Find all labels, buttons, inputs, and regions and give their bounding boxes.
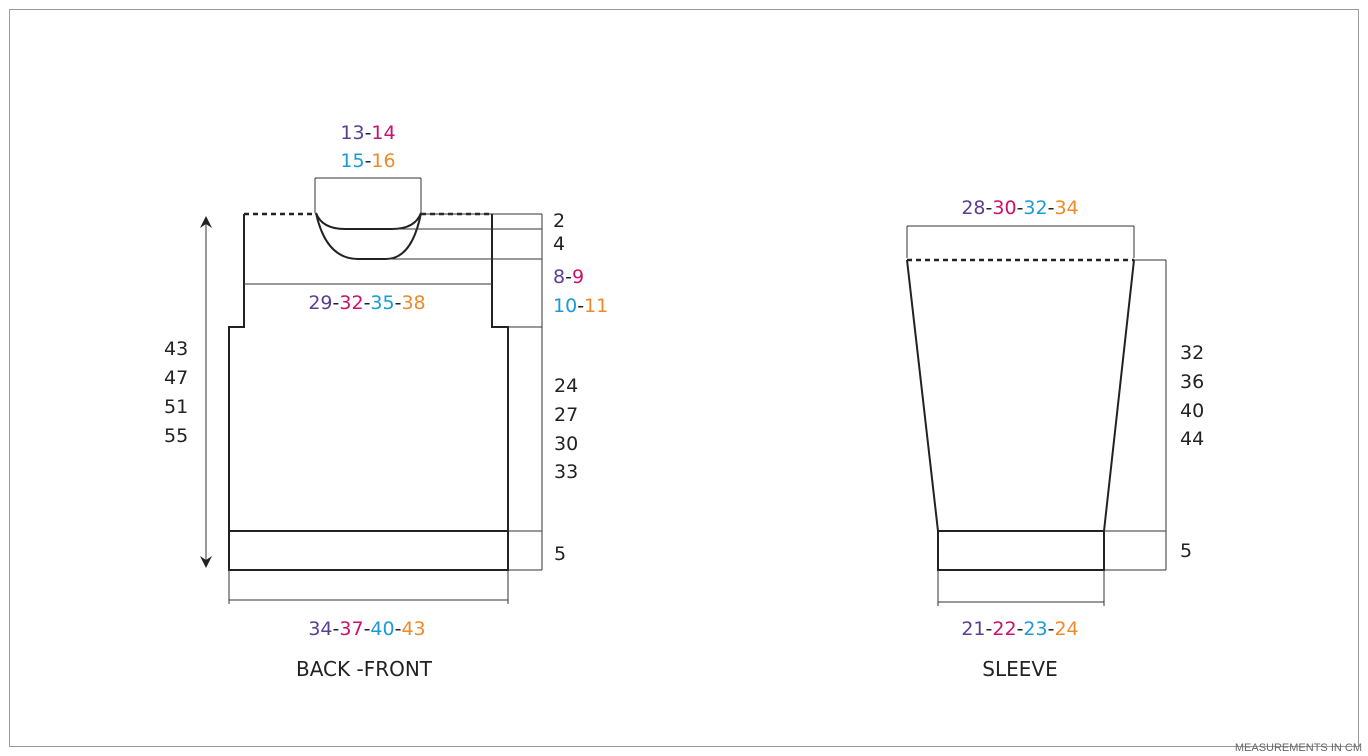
diagram-frame (9, 9, 1359, 747)
sleeve-piece (906, 258, 1135, 571)
sleeve-cuff-dimension (937, 570, 1105, 606)
body-rib-height-label: 5 (554, 543, 566, 565)
sleeve-top-dimension (906, 225, 1135, 258)
sleeve-caption: SLEEVE (982, 657, 1057, 681)
side-length-4: 33 (554, 461, 578, 483)
sleeve-cuff-width-label: 21-22-23-24 (961, 618, 1078, 640)
sleeve-outline (906, 259, 1135, 571)
total-length-4: 55 (164, 425, 188, 447)
side-length-3: 30 (554, 433, 578, 455)
sleeve-rib-height-label: 5 (1180, 540, 1192, 562)
total-length-3: 51 (164, 396, 188, 418)
side-length-1: 24 (554, 375, 578, 397)
sleeve-right-dimensions (1104, 259, 1167, 571)
measurements-note: MEASUREMENTS IN CM (1235, 742, 1362, 754)
neck-depth-back-label: 2 (553, 210, 565, 232)
neck-width-label-1: 13-14 (340, 122, 395, 144)
body-right-dimensions (386, 213, 543, 571)
body-outline (228, 214, 509, 571)
bottom-width-dimension (228, 570, 509, 604)
sleeve-length-1: 32 (1180, 342, 1204, 364)
sleeve-length-2: 36 (1180, 371, 1204, 393)
sleeve-top-width-label: 28-30-32-34 (961, 197, 1078, 219)
total-length-1: 43 (164, 338, 188, 360)
neck-depth-front-label: 4 (553, 233, 565, 255)
sleeve-length-3: 40 (1180, 400, 1204, 422)
sleeve-length-4: 44 (1180, 428, 1204, 450)
neck-width-dimension (314, 177, 422, 213)
shoulder-width-label: 29-32-35-38 (308, 292, 425, 314)
front-neck-curve (315, 212, 422, 260)
back-front-caption: BACK -FRONT (296, 657, 433, 681)
armhole-depth-label-2: 10-11 (553, 295, 608, 317)
side-length-2: 27 (554, 404, 578, 426)
bottom-width-label: 34-37-40-43 (308, 618, 425, 640)
back-neck-curve (315, 212, 422, 230)
total-length-2: 47 (164, 367, 188, 389)
armhole-depth-label-1: 8-9 (553, 266, 584, 288)
back-front-piece (228, 212, 509, 571)
neck-width-label-2: 15-16 (340, 150, 395, 172)
